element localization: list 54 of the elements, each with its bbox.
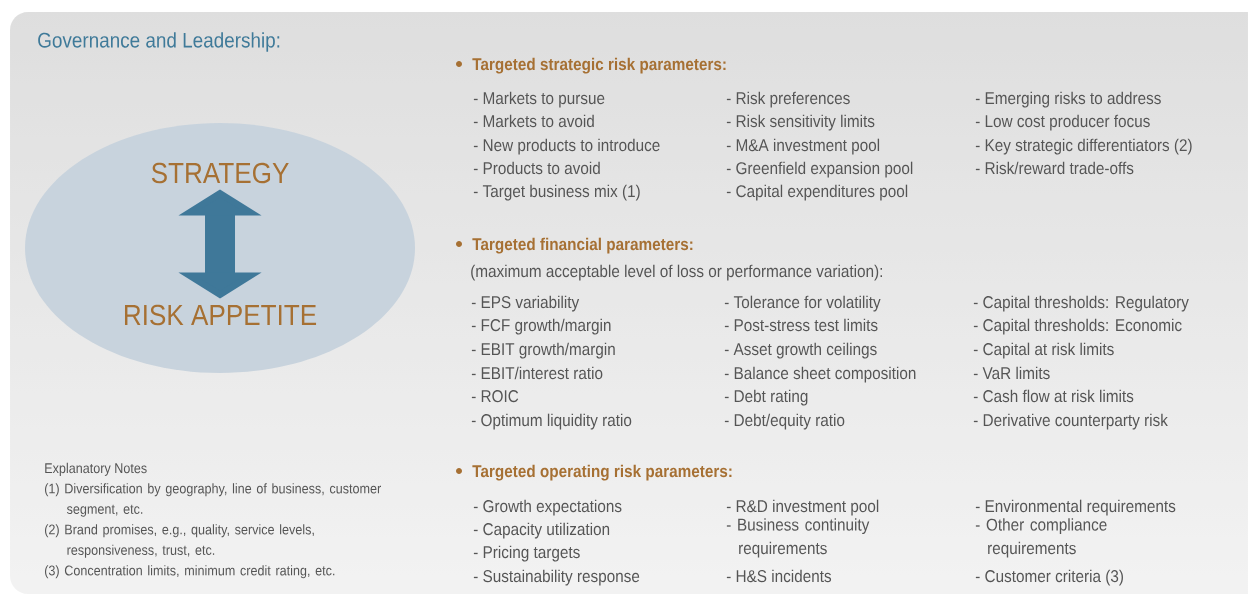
list-item: - H&S incidents — [726, 569, 832, 583]
list-item: - EBIT/interest ratio — [471, 366, 603, 380]
list-item: - Business continuity requirements — [726, 518, 870, 558]
section-heading: Targeted strategic risk parameters: — [456, 57, 726, 74]
list-item: - FCF growth/margin — [471, 318, 611, 335]
list-item: - Pricing targets — [473, 545, 580, 562]
list-item: - Post-stress test limits — [724, 318, 878, 332]
note-text: (2) Brand promises, e.g., quality, service levels, responsiveness, trust, etc. — [45, 524, 314, 558]
list-item: - Optimum liquidity ratio — [471, 413, 632, 430]
list-item: - Key strategic differentiators (2) — [975, 138, 1192, 155]
heading: Governance and Leadership: — [38, 32, 280, 52]
list-item: - New products to introduce — [473, 138, 660, 155]
list-item: - Capital thresholds: Regulatory — [973, 295, 1189, 312]
notes-heading: Explanatory Notes — [45, 462, 147, 476]
list-item: - Customer criteria (3) — [975, 569, 1123, 586]
list-item: - Emerging risks to address — [975, 91, 1161, 108]
list-item: - Cash flow at risk limits — [973, 389, 1134, 403]
list-item: - M&A investment pool — [726, 138, 880, 155]
list-item: - Risk sensitivity limits — [726, 114, 875, 131]
list-item: - Tolerance for volatility — [724, 295, 881, 312]
list-item: - Other compliance requirements — [975, 518, 1107, 558]
list-item: - Greenfield expansion pool — [726, 161, 913, 178]
list-item: - Risk preferences — [726, 91, 850, 108]
list-item: - Capital thresholds: Economic — [973, 318, 1182, 335]
section-heading: Targeted financial parameters: — [456, 237, 693, 254]
list-item: - Capacity utilization — [473, 522, 610, 539]
ellipse-label: RISK APPETITE — [125, 304, 317, 326]
list-item: - EPS variability — [471, 295, 580, 312]
list-item: - EBIT growth/margin — [471, 342, 615, 359]
list-item: - ROIC — [471, 390, 519, 403]
list-item: - Environmental requirements — [975, 499, 1176, 516]
list-item: - Growth expectations — [473, 499, 622, 516]
note-text: (3) Concentration limits, minimum credit rating, etc. — [45, 565, 335, 579]
list-item: - Derivative counterparty risk — [973, 413, 1168, 430]
list-item: - Capital at risk limits — [973, 342, 1114, 359]
list-item: - Asset growth ceilings — [724, 342, 877, 359]
note-text: (1) Diversification by geography, line of business, customer segment, etc. — [45, 483, 381, 517]
ellipse-label: STRATEGY — [151, 162, 289, 184]
list-item: - Markets to avoid — [473, 114, 594, 128]
list-item: - R&D investment pool — [726, 499, 879, 516]
list-item: - Products to avoid — [473, 161, 600, 175]
list-item: - Balance sheet composition — [724, 366, 916, 383]
list-item: - Debt/equity ratio — [724, 413, 845, 430]
list-item: - Debt rating — [724, 389, 808, 406]
list-item: - Risk/reward trade-offs — [975, 161, 1134, 175]
list-item: (maximum acceptable level of loss or performance variation): — [471, 264, 882, 281]
list-item: - Markets to pursue — [473, 91, 605, 108]
list-item: - Sustainability response — [473, 569, 640, 586]
list-item: - Target business mix (1) — [473, 184, 640, 201]
section-heading: Targeted operating risk parameters: — [456, 464, 732, 481]
list-item: - Low cost producer focus — [975, 114, 1150, 131]
ellipse — [25, 123, 415, 373]
list-item: - Capital expenditures pool — [726, 184, 908, 201]
list-item: - VaR limits — [973, 366, 1050, 380]
